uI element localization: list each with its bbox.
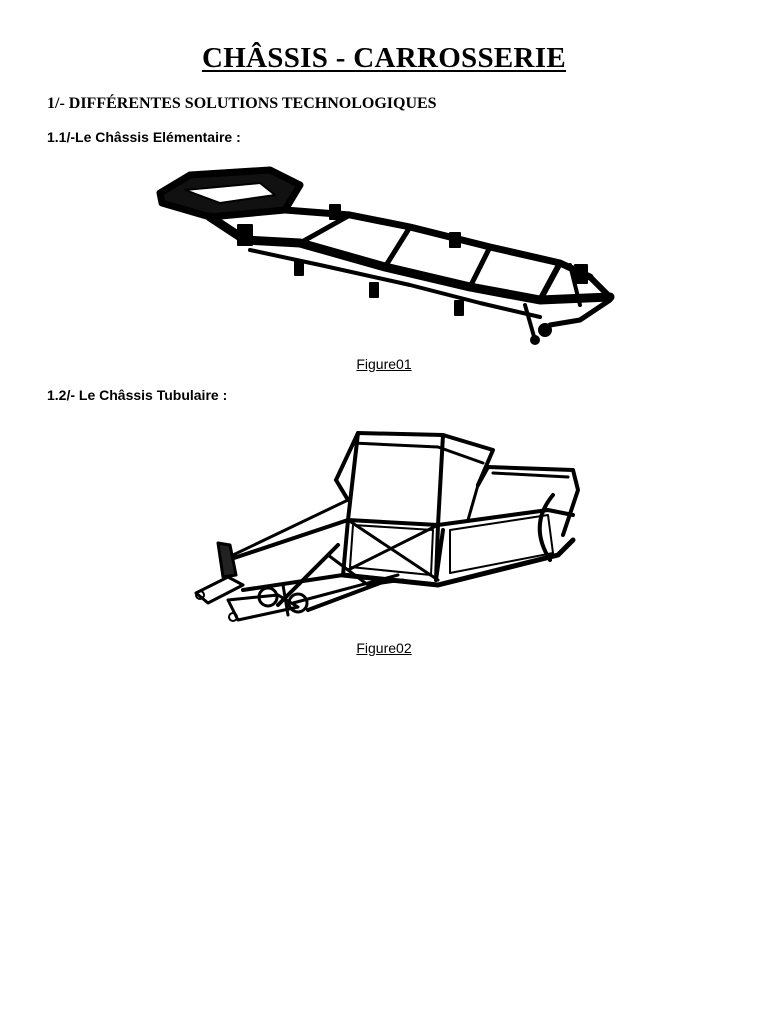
figure-2-caption: Figure02 xyxy=(356,640,412,656)
section-heading: 1/- DIFFÉRENTES SOLUTIONS TECHNOLOGIQUES xyxy=(47,95,437,112)
page-title: CHÂSSIS - CARROSSERIE xyxy=(201,42,567,74)
subsection-heading-1-2: 1.2/- Le Châssis Tubulaire : xyxy=(47,387,228,403)
figure-1-caption: Figure01 xyxy=(356,356,412,372)
figure-1-ladder-chassis xyxy=(156,166,615,345)
figure-2-tubular-frame xyxy=(194,431,580,622)
subsection-heading-1-1: 1.1/-Le Châssis Elémentaire : xyxy=(47,129,241,145)
